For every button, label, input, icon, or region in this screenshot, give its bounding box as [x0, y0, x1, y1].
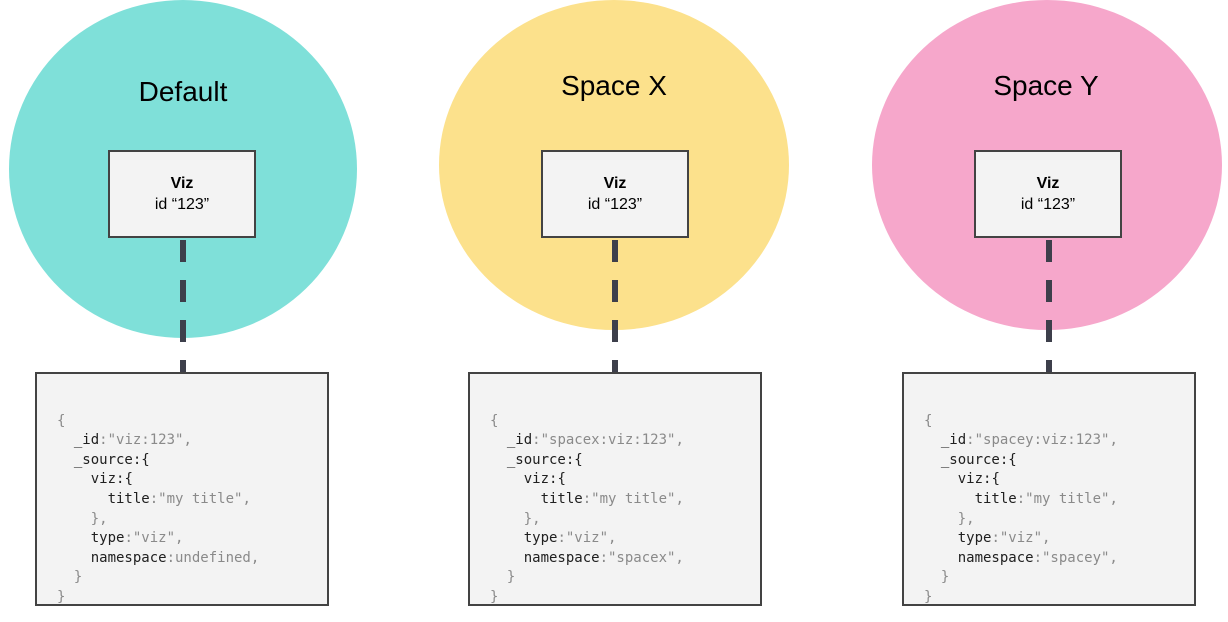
viz-object: Viz id “123” — [108, 150, 256, 238]
viz-key: viz — [90, 471, 117, 488]
brace: { — [57, 412, 66, 429]
source-open: :{ — [132, 451, 150, 468]
viz-open: :{ — [116, 471, 133, 488]
source-close: } — [506, 569, 516, 586]
id-value: :"spacey:viz:123", — [966, 432, 1118, 449]
space-title: Space X — [561, 70, 667, 101]
viz-id: id “123” — [587, 196, 643, 213]
title-key: title — [107, 490, 150, 507]
viz-open: :{ — [983, 471, 1000, 488]
namespace-value: :"spacey", — [1033, 549, 1118, 566]
id-value: :"spacex:viz:123", — [532, 432, 684, 449]
title-key: title — [540, 490, 583, 507]
source-key: _source — [940, 451, 1000, 468]
space-title: Default — [138, 76, 228, 107]
saved-object-document: { _id:"spacex:viz:123", _source:{ viz:{ … — [468, 372, 762, 606]
namespace-key: namespace — [523, 549, 600, 566]
title-key: title — [974, 490, 1017, 507]
brace: } — [490, 588, 499, 605]
link-line — [1046, 240, 1052, 372]
saved-object-document: { _id:"spacey:viz:123", _source:{ viz:{ … — [902, 372, 1196, 606]
viz-close: }, — [957, 510, 975, 527]
source-open: :{ — [999, 451, 1017, 468]
saved-object-document: { _id:"viz:123", _source:{ viz:{ title:"… — [35, 372, 329, 606]
viz-close: }, — [90, 510, 108, 527]
viz-object: Viz id “123” — [974, 150, 1122, 238]
viz-title: Viz — [603, 175, 627, 192]
type-value: :"viz", — [991, 530, 1051, 547]
viz-title: Viz — [170, 175, 194, 192]
type-value: :"viz", — [557, 530, 617, 547]
viz-id: id “123” — [1020, 196, 1076, 213]
type-key: type — [523, 530, 558, 547]
source-close: } — [73, 569, 83, 586]
type-value: :"viz", — [124, 530, 184, 547]
source-close: } — [940, 569, 950, 586]
id-key: _id — [73, 432, 100, 449]
viz-close: }, — [523, 510, 541, 527]
brace: { — [924, 412, 933, 429]
namespace-value: :undefined, — [166, 549, 260, 566]
id-key: _id — [940, 432, 967, 449]
title-value: :"my title", — [1016, 490, 1118, 507]
title-value: :"my title", — [149, 490, 251, 507]
namespace-key: namespace — [90, 549, 167, 566]
source-open: :{ — [565, 451, 583, 468]
viz-open: :{ — [549, 471, 566, 488]
id-key: _id — [506, 432, 533, 449]
type-key: type — [90, 530, 125, 547]
space-title: Space Y — [993, 70, 1099, 101]
viz-object: Viz id “123” — [541, 150, 689, 238]
namespace-key: namespace — [957, 549, 1034, 566]
viz-id: id “123” — [154, 196, 210, 213]
title-value: :"my title", — [582, 490, 684, 507]
id-value: :"viz:123", — [99, 432, 192, 449]
namespace-value: :"spacex", — [599, 549, 684, 566]
link-line — [180, 240, 186, 372]
viz-key: viz — [957, 471, 984, 488]
brace: } — [924, 588, 933, 605]
brace: { — [490, 412, 499, 429]
viz-title: Viz — [1036, 175, 1060, 192]
source-key: _source — [506, 451, 566, 468]
viz-key: viz — [523, 471, 550, 488]
source-key: _source — [73, 451, 133, 468]
type-key: type — [957, 530, 992, 547]
brace: } — [57, 588, 66, 605]
link-line — [612, 240, 618, 372]
